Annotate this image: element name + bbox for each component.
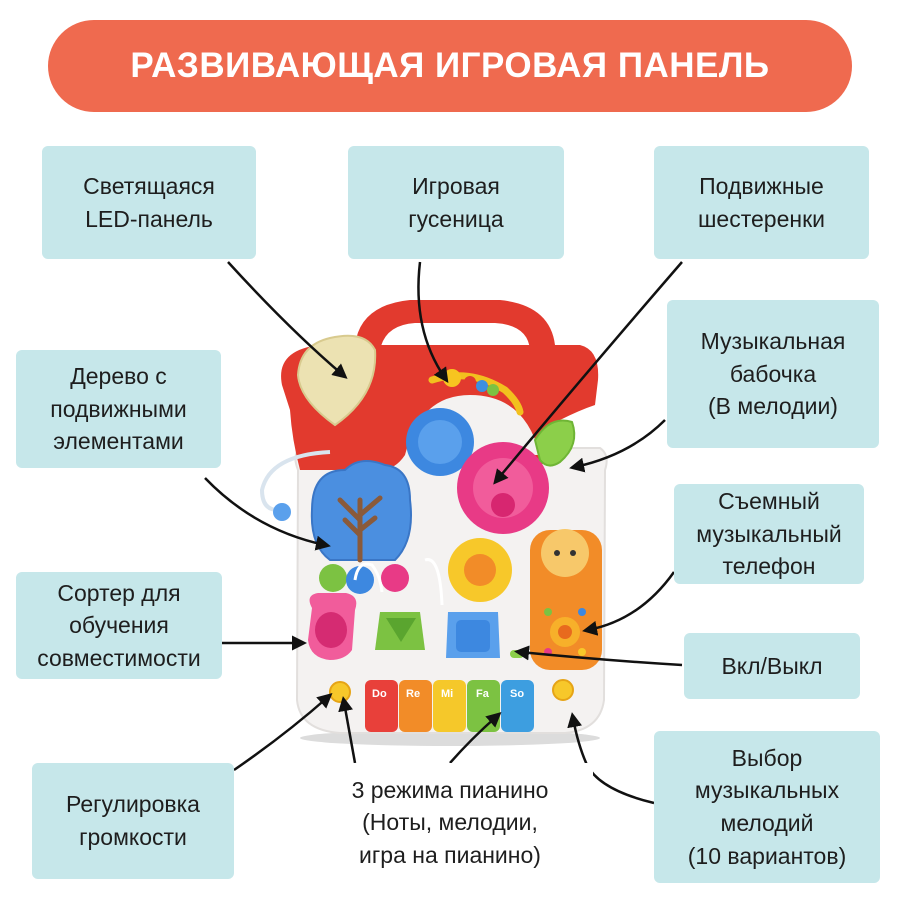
sorter-strings	[353, 558, 444, 606]
piano-key-re-shape	[399, 680, 432, 732]
label-melody-select: Выбор музыкальных мелодий (10 вариантов)	[654, 731, 880, 883]
label-phone: Съемный музыкальный телефон	[674, 484, 864, 584]
piano-key-fa: Fa	[476, 688, 490, 700]
piano-key-so: So	[510, 688, 524, 700]
sorter-small-pink	[381, 564, 409, 592]
piano-key-do: Do	[372, 688, 387, 700]
label-sorter: Сортер для обучения совместимости	[16, 572, 222, 679]
label-led-panel: Светящаяся LED-панель	[42, 146, 256, 259]
label-volume: Регулировка громкости	[32, 763, 234, 879]
pink-gear	[457, 442, 549, 534]
label-on-off: Вкл/Выкл	[684, 633, 860, 699]
piano-key-do-shape	[365, 680, 398, 732]
piano-key-re: Re	[406, 688, 420, 700]
yellow-gear	[448, 538, 512, 602]
power-switch	[510, 650, 524, 658]
phone-toy	[530, 529, 602, 670]
sorter-small-green	[319, 564, 347, 592]
sorter-blue-slot	[446, 612, 500, 658]
melody-button	[552, 679, 574, 701]
label-piano-modes: 3 режима пианино (Ноты, мелодии, игра на…	[307, 763, 593, 882]
label-gears: Подвижные шестеренки	[654, 146, 869, 259]
piano-key-so-shape	[501, 680, 534, 732]
sorter-green-slot	[375, 612, 425, 650]
blue-gear	[406, 408, 474, 476]
side-ring	[273, 503, 291, 521]
sorter-pink-slot	[308, 593, 357, 660]
label-caterpillar: Игровая гусеница	[348, 146, 564, 259]
piano-keys: Do Re Mi Fa So	[365, 680, 534, 732]
page-title: РАЗВИВАЮЩАЯ ИГРОВАЯ ПАНЕЛЬ	[48, 20, 852, 112]
volume-button	[329, 681, 351, 703]
toy-handle	[355, 300, 555, 350]
tree-toy	[310, 460, 412, 563]
sorter-small-blue	[346, 566, 374, 594]
label-butterfly: Музыкальная бабочка (В мелодии)	[667, 300, 879, 448]
piano-key-mi: Mi	[441, 688, 453, 700]
label-tree: Дерево с подвижными элементами	[16, 350, 221, 468]
